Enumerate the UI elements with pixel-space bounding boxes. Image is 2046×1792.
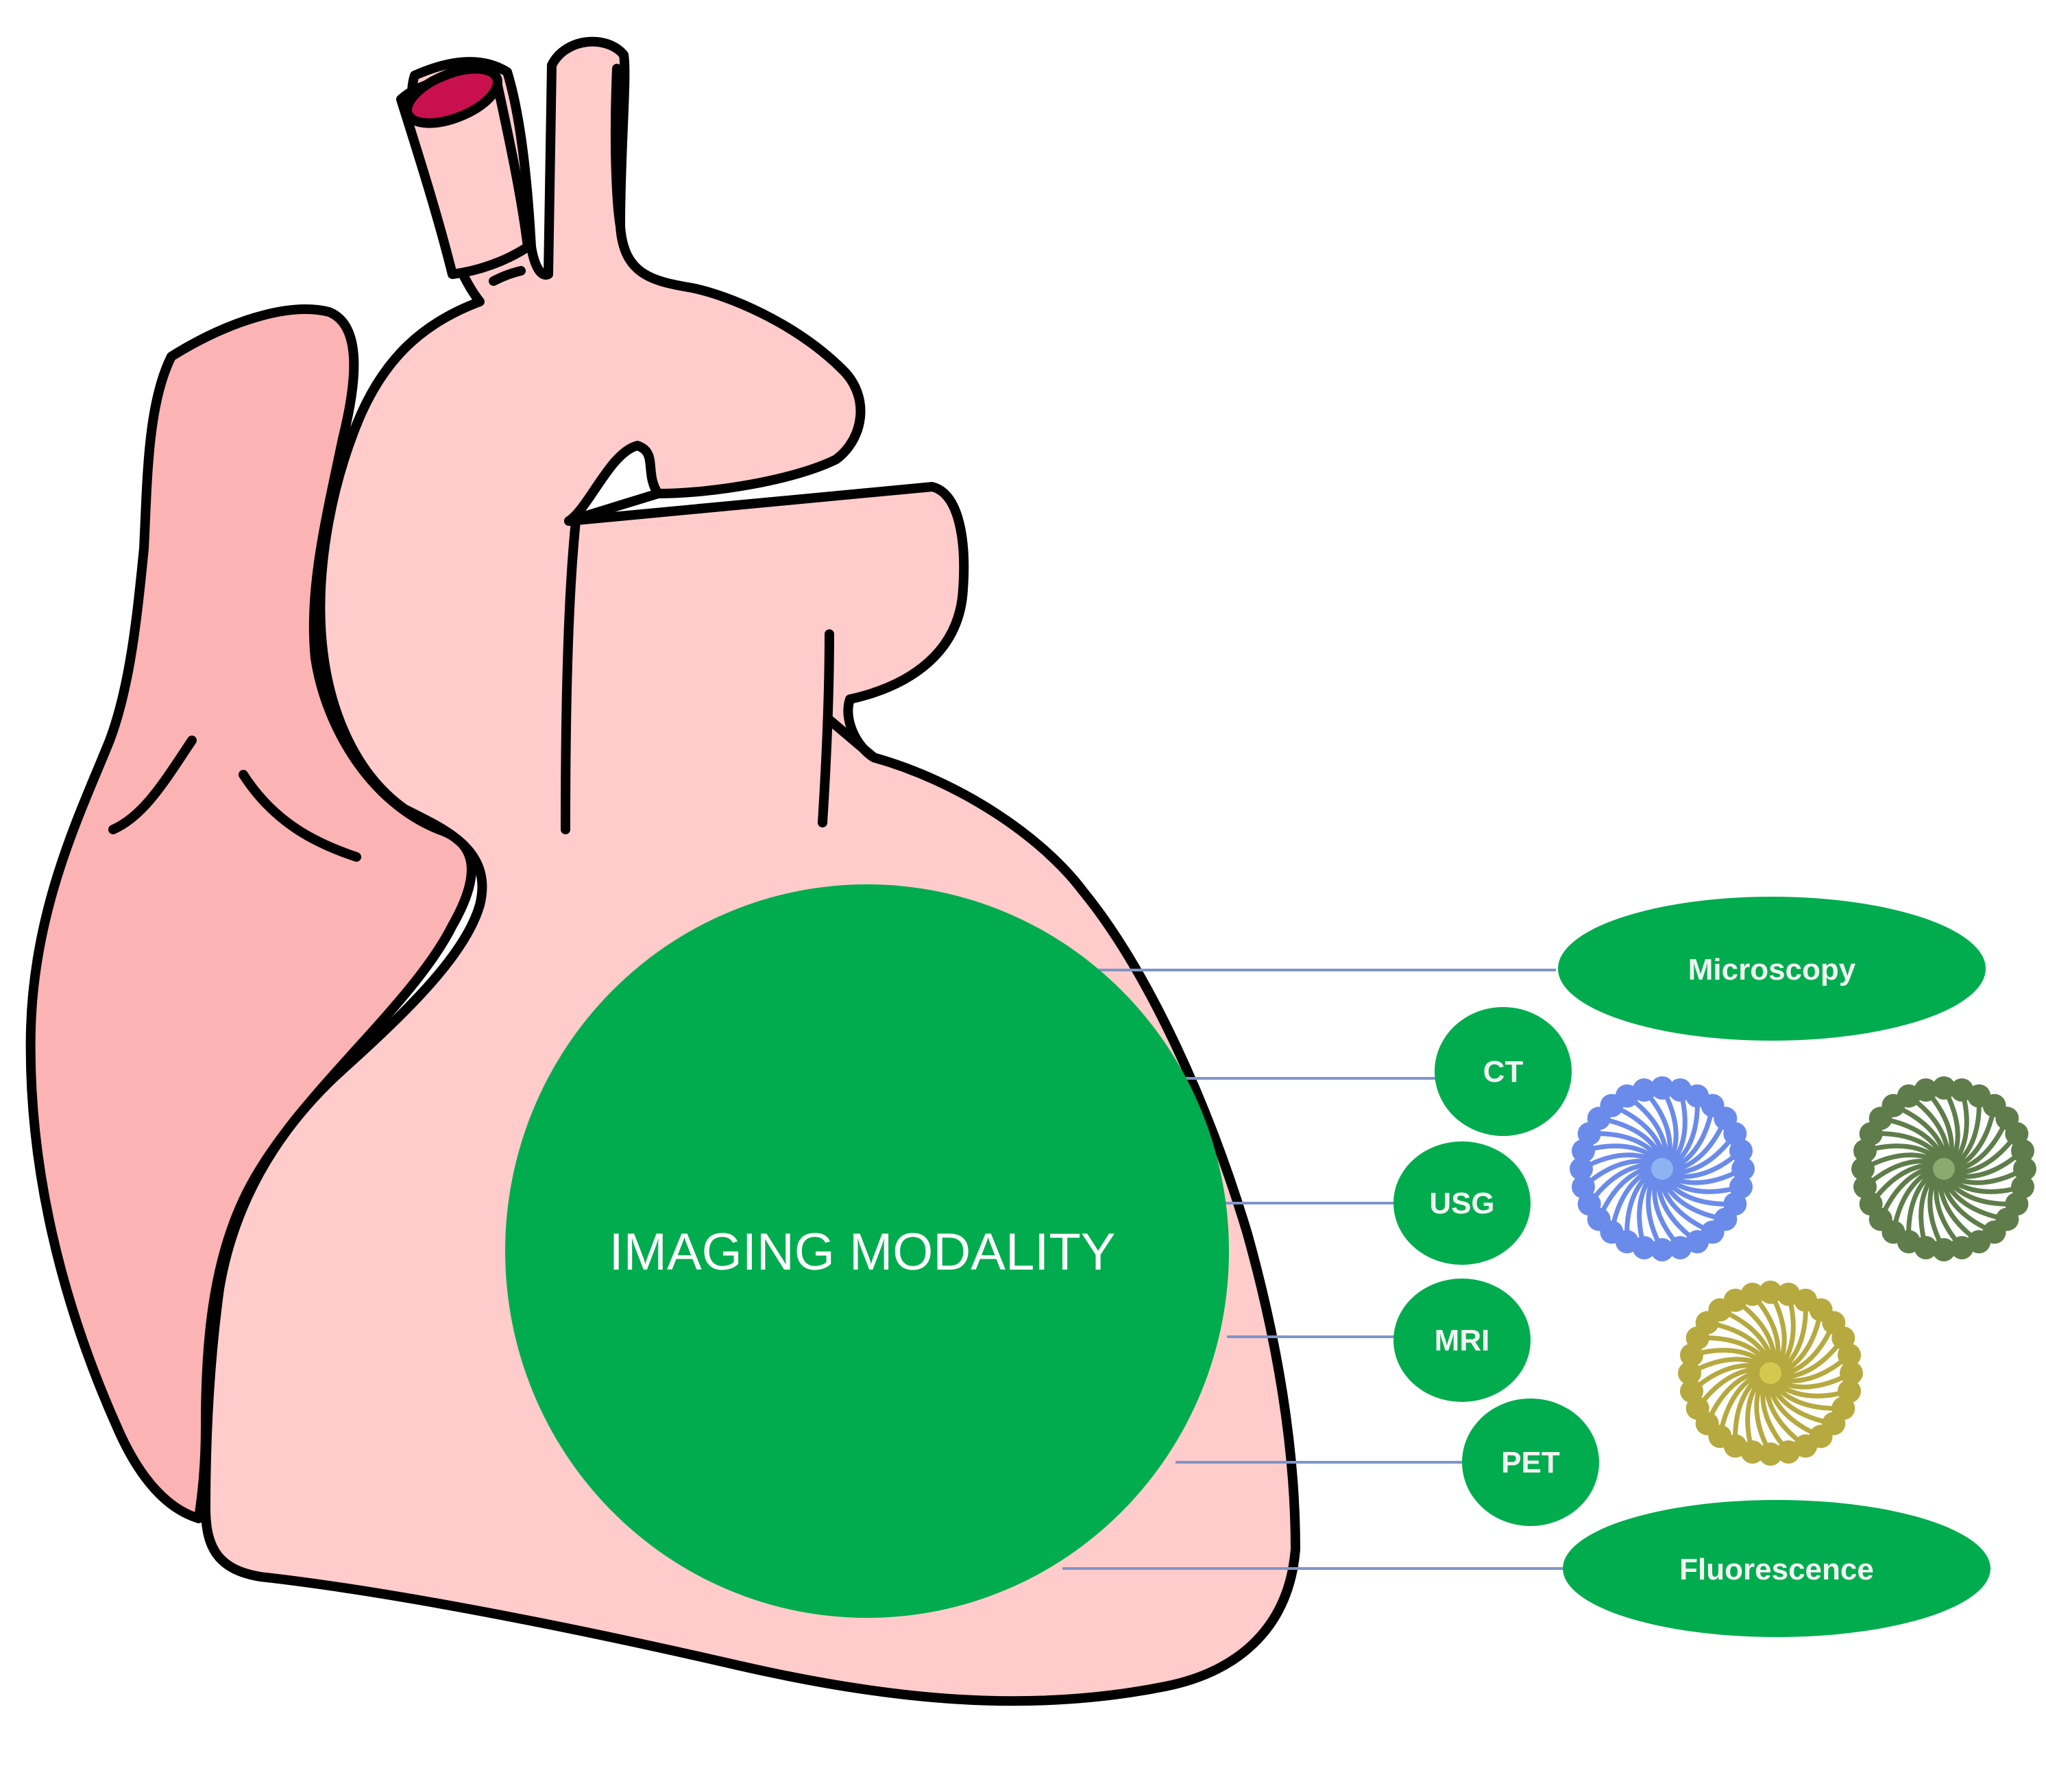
nanoparticle-icon <box>1678 1281 1863 1466</box>
pulmonary-trunk-right-line <box>818 629 834 827</box>
nanoparticle-core <box>1759 1362 1781 1384</box>
nanoparticle-head <box>2011 1139 2034 1163</box>
nanoparticle-head <box>1731 1157 1755 1180</box>
nanoparticle-core <box>1933 1158 1955 1180</box>
pulmonary-trunk-bridge-line <box>825 715 879 762</box>
nanoparticle-head <box>1759 1281 1782 1304</box>
nanoparticle-head <box>1840 1361 1863 1385</box>
nanoparticle-head <box>1668 1236 1692 1259</box>
node-label-pet: PET <box>1501 1446 1560 1479</box>
arch-inner-line-2 <box>489 266 526 286</box>
nanoparticle-head <box>1572 1175 1595 1199</box>
nanoparticle-head <box>1777 1440 1801 1464</box>
nanoparticle-icon <box>1570 1076 1755 1261</box>
imaging-modality-hub: IMAGING MODALITY <box>505 884 1229 1618</box>
pulmonary-trunk-left-line <box>561 516 581 834</box>
hub-label: IMAGING MODALITY <box>609 1223 1116 1281</box>
node-label-microscopy: Microscopy <box>1688 953 1856 986</box>
node-label-fluorescence: Fluorescence <box>1679 1553 1874 1586</box>
arch-inner-line <box>610 64 625 231</box>
hub-circle <box>505 884 1229 1618</box>
node-microscopy: Microscopy <box>1558 897 1986 1041</box>
nanoparticle-icon <box>1851 1076 2036 1261</box>
nanoparticle-head <box>1651 1076 1674 1100</box>
nanoparticle-head <box>1851 1157 1875 1180</box>
node-fluorescence: Fluorescence <box>1563 1500 1990 1637</box>
nanoparticle-head <box>1570 1157 1593 1180</box>
node-pet: PET <box>1462 1399 1599 1526</box>
nanoparticles <box>1570 1076 2036 1466</box>
nanoparticle-core <box>1651 1158 1673 1180</box>
nanoparticle-head <box>1740 1283 1764 1306</box>
node-label-mri: MRI <box>1435 1324 1490 1357</box>
nanoparticle-head <box>1632 1078 1656 1102</box>
connector-lines <box>1062 969 1563 1570</box>
node-ct: CT <box>1435 1007 1572 1136</box>
atrium-fold-line <box>108 736 197 834</box>
nanoparticle-head <box>1853 1175 1877 1199</box>
node-usg: USG <box>1393 1141 1531 1265</box>
nanoparticle-head <box>1932 1238 1956 1261</box>
atrium-fold-line-2 <box>239 770 361 862</box>
arch-notch-line <box>564 489 663 526</box>
nanoparticle-head <box>1838 1343 1861 1367</box>
vessel-opening-icon <box>402 64 503 128</box>
node-label-usg: USG <box>1429 1187 1494 1220</box>
nanoparticle-head <box>1680 1379 1703 1403</box>
node-label-ct: CT <box>1483 1055 1524 1089</box>
nanoparticle-head <box>1651 1238 1674 1261</box>
modality-nodes: Microscopy CT USG MRI PET Fluorescence <box>1393 897 1990 1637</box>
nanoparticle-head <box>1729 1139 1753 1163</box>
node-mri: MRI <box>1393 1279 1531 1402</box>
nanoparticle-head <box>1950 1236 1974 1259</box>
nanoparticle-head <box>2013 1157 2036 1180</box>
nanoparticle-head <box>1759 1442 1782 1466</box>
nanoparticle-head <box>1932 1076 1956 1100</box>
nanoparticle-head <box>1914 1078 1938 1102</box>
nanoparticle-head <box>1678 1361 1701 1385</box>
